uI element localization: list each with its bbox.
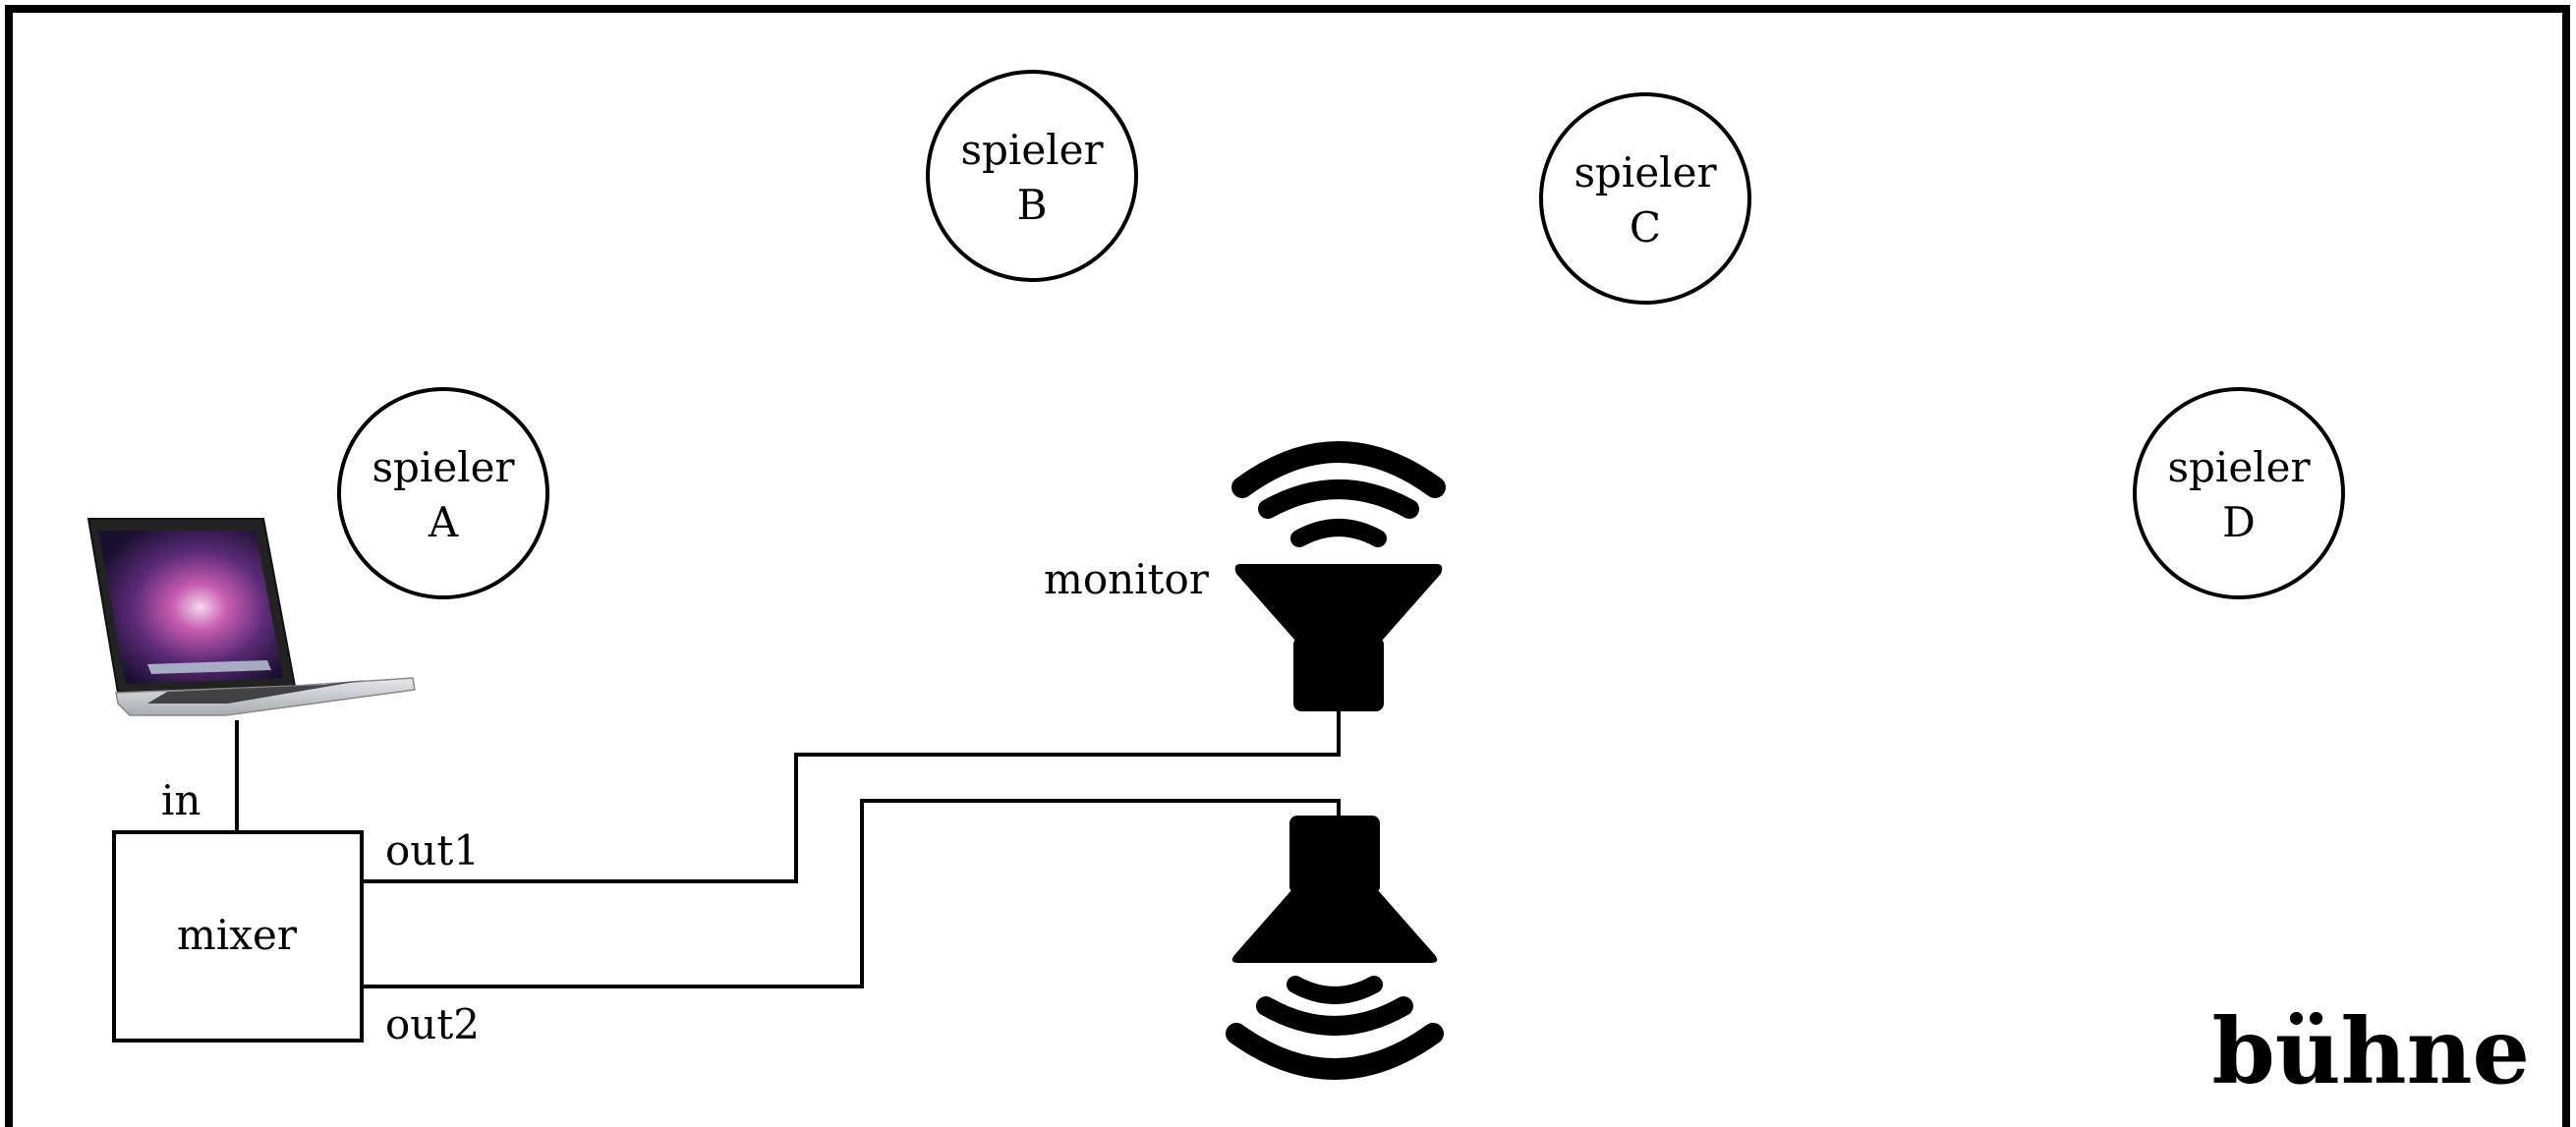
main-speaker-body xyxy=(1289,816,1380,894)
main-speaker-wave-outer xyxy=(1226,1023,1444,1080)
mixer-input-label: in xyxy=(161,776,200,824)
player-a: spieler A xyxy=(337,387,549,599)
monitor-wave-outer xyxy=(1231,441,1446,498)
player-c: spieler C xyxy=(1539,92,1751,305)
main-speaker-wave-inner xyxy=(1287,976,1383,1004)
laptop-icon xyxy=(86,518,416,716)
player-d: spieler D xyxy=(2133,387,2345,599)
player-b-label: spieler xyxy=(960,126,1104,174)
player-b-circle xyxy=(926,70,1138,282)
player-c-circle xyxy=(1539,92,1751,305)
monitor-label: monitor xyxy=(1044,555,1210,603)
monitor-wave-inner xyxy=(1290,519,1387,547)
monitor-cone xyxy=(1234,564,1443,641)
stage-border xyxy=(5,5,2570,1127)
stage-title: bühne xyxy=(2211,998,2530,1104)
mixer-output2-label: out2 xyxy=(385,1000,480,1048)
player-a-circle xyxy=(337,387,549,599)
monitor-body xyxy=(1293,637,1384,711)
player-b-id: B xyxy=(1017,181,1048,229)
laptop-dock xyxy=(147,660,271,674)
player-d-circle xyxy=(2133,387,2345,599)
main-speaker-cone xyxy=(1231,890,1438,963)
player-b: spieler B xyxy=(926,70,1138,282)
player-d-id: D xyxy=(2222,498,2256,546)
monitor-wave-middle xyxy=(1258,479,1419,519)
player-c-label: spieler xyxy=(1574,148,1717,197)
mixer-box xyxy=(112,830,364,1042)
wire-out2-to-main-speaker xyxy=(362,799,1341,988)
player-d-label: spieler xyxy=(2167,443,2311,491)
laptop-screen xyxy=(98,531,283,684)
mixer-label: mixer xyxy=(177,911,298,959)
wire-out1-to-monitor xyxy=(362,705,1341,883)
player-a-label: spieler xyxy=(372,443,515,491)
mixer: mixer xyxy=(112,830,364,1042)
player-c-id: C xyxy=(1630,203,1661,252)
laptop-keyboard xyxy=(147,680,366,704)
main-speaker-icon xyxy=(1226,816,1444,1080)
main-speaker-wave-middle xyxy=(1256,996,1413,1036)
mixer-output1-label: out1 xyxy=(385,826,480,874)
player-a-id: A xyxy=(428,498,459,546)
monitor-speaker-icon xyxy=(1231,441,1446,711)
